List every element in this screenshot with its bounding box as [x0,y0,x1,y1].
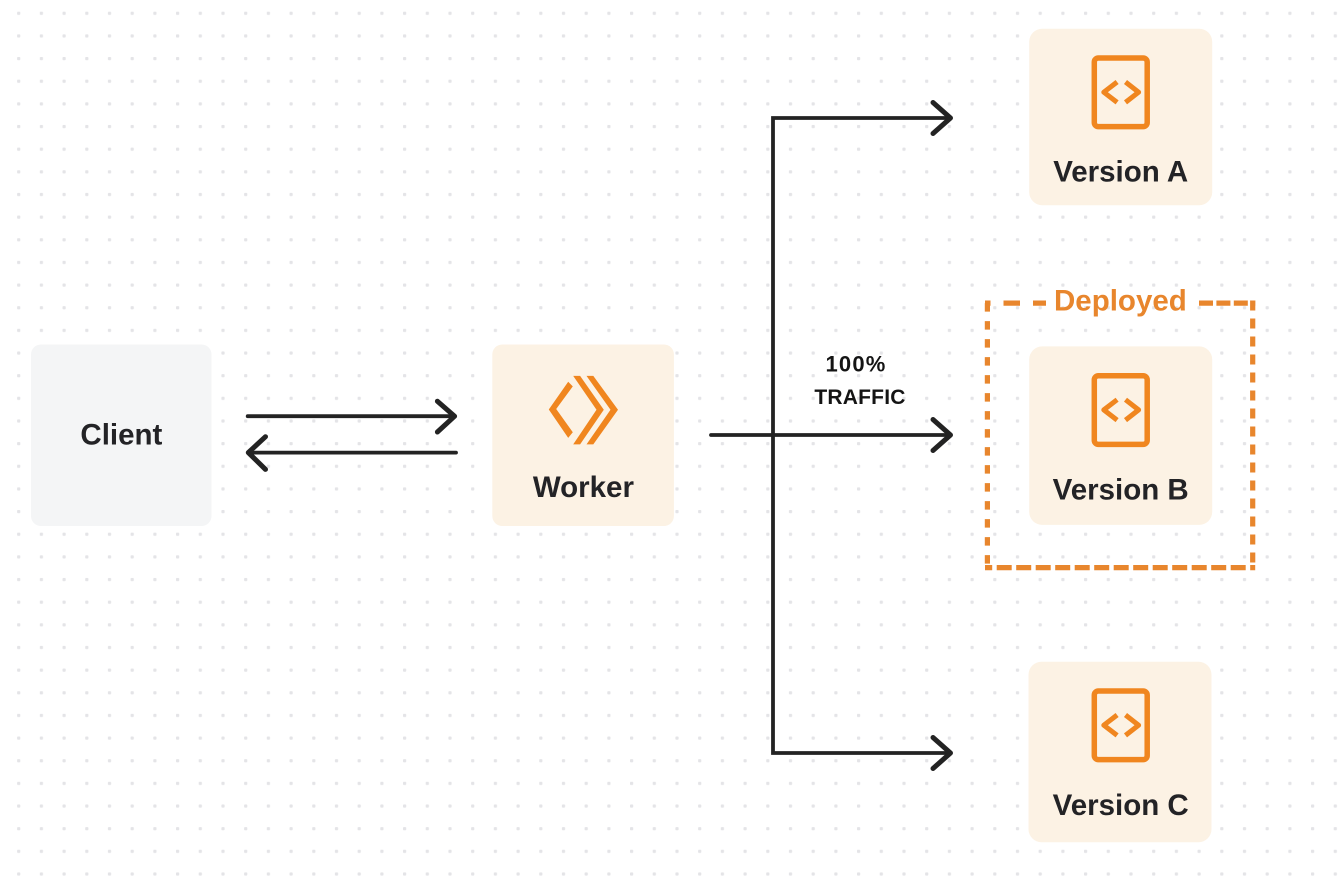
svg-text:Worker: Worker [533,471,635,504]
svg-text:Version C: Version C [1053,789,1189,822]
svg-text:Version B: Version B [1053,474,1189,507]
svg-text:100%: 100% [825,352,886,377]
svg-text:Deployed: Deployed [1054,285,1187,318]
svg-text:Version A: Version A [1053,156,1188,189]
svg-text:Client: Client [80,418,162,451]
svg-text:TRAFFIC: TRAFFIC [814,386,905,409]
